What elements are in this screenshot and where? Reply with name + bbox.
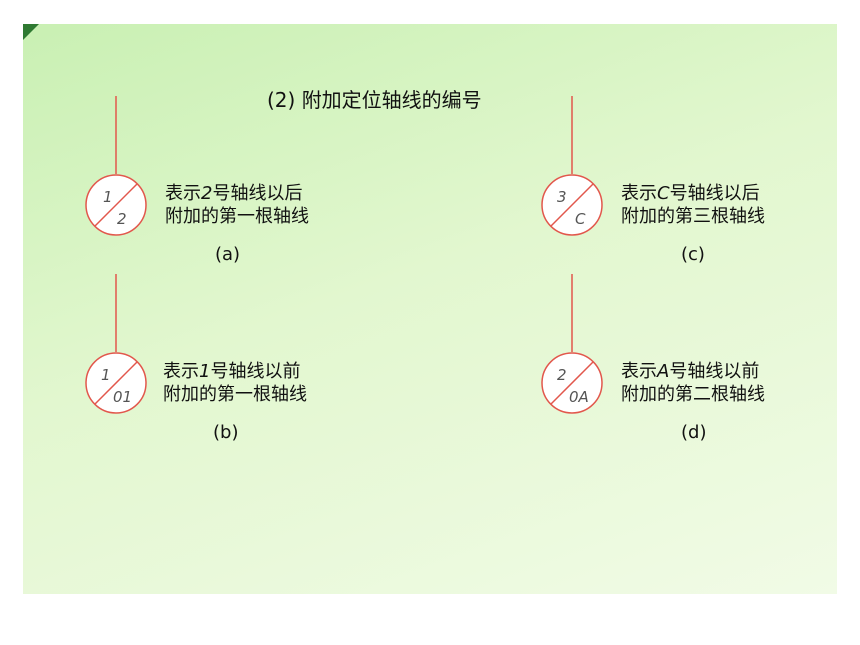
desc-suffix-b: 号轴线以前 — [210, 361, 301, 382]
axis-symbol-d: 2 0A — [541, 274, 603, 424]
corner-decoration — [23, 24, 39, 40]
description-a: 表示2号轴线以后 附加的第一根轴线 — [165, 182, 309, 228]
caption-d: (d) — [681, 422, 707, 443]
axis-bottom-number-b: 01 — [113, 388, 132, 406]
axis-top-number-b: 1 — [101, 366, 111, 384]
desc-key-b: 1 — [199, 361, 211, 382]
caption-c: (c) — [681, 244, 705, 265]
axis-bottom-number-a: 2 — [117, 210, 127, 228]
axis-bottom-letter-c: C — [575, 210, 586, 228]
desc-line2-b: 附加的第一根轴线 — [163, 384, 307, 405]
desc-suffix-c: 号轴线以后 — [669, 183, 760, 204]
page-title: (2) 附加定位轴线的编号 — [267, 88, 482, 112]
axis-symbol-b: 1 01 — [85, 274, 147, 424]
desc-line2-c: 附加的第三根轴线 — [621, 206, 765, 227]
desc-prefix-a: 表示 — [165, 183, 201, 204]
desc-key-a: 2 — [201, 183, 213, 204]
caption-b: (b) — [213, 422, 239, 443]
caption-a: (a) — [215, 244, 241, 265]
description-b: 表示1号轴线以前 附加的第一根轴线 — [163, 360, 307, 406]
axis-top-number-a: 1 — [103, 188, 113, 206]
desc-prefix-c: 表示 — [621, 183, 657, 204]
desc-line2-d: 附加的第二根轴线 — [621, 384, 765, 405]
desc-prefix-d: 表示 — [621, 361, 657, 382]
desc-key-d: A — [657, 361, 670, 382]
desc-suffix-d: 号轴线以前 — [669, 361, 760, 382]
desc-line2-a: 附加的第一根轴线 — [165, 206, 309, 227]
desc-prefix-b: 表示 — [163, 361, 199, 382]
desc-key-c: C — [657, 183, 670, 204]
axis-top-number-d: 2 — [557, 366, 567, 384]
description-d: 表示A号轴线以前 附加的第二根轴线 — [621, 360, 765, 406]
desc-suffix-a: 号轴线以后 — [212, 183, 303, 204]
description-c: 表示C号轴线以后 附加的第三根轴线 — [621, 182, 765, 228]
axis-top-number-c: 3 — [557, 188, 567, 206]
slide-canvas: (2) 附加定位轴线的编号 1 2 表示2号轴线以后 附加的第一根轴线 (a) … — [23, 24, 837, 594]
axis-symbol-c: 3 C — [541, 96, 603, 246]
axis-symbol-a: 1 2 — [85, 96, 147, 246]
axis-bottom-letter-d: 0A — [569, 388, 589, 406]
